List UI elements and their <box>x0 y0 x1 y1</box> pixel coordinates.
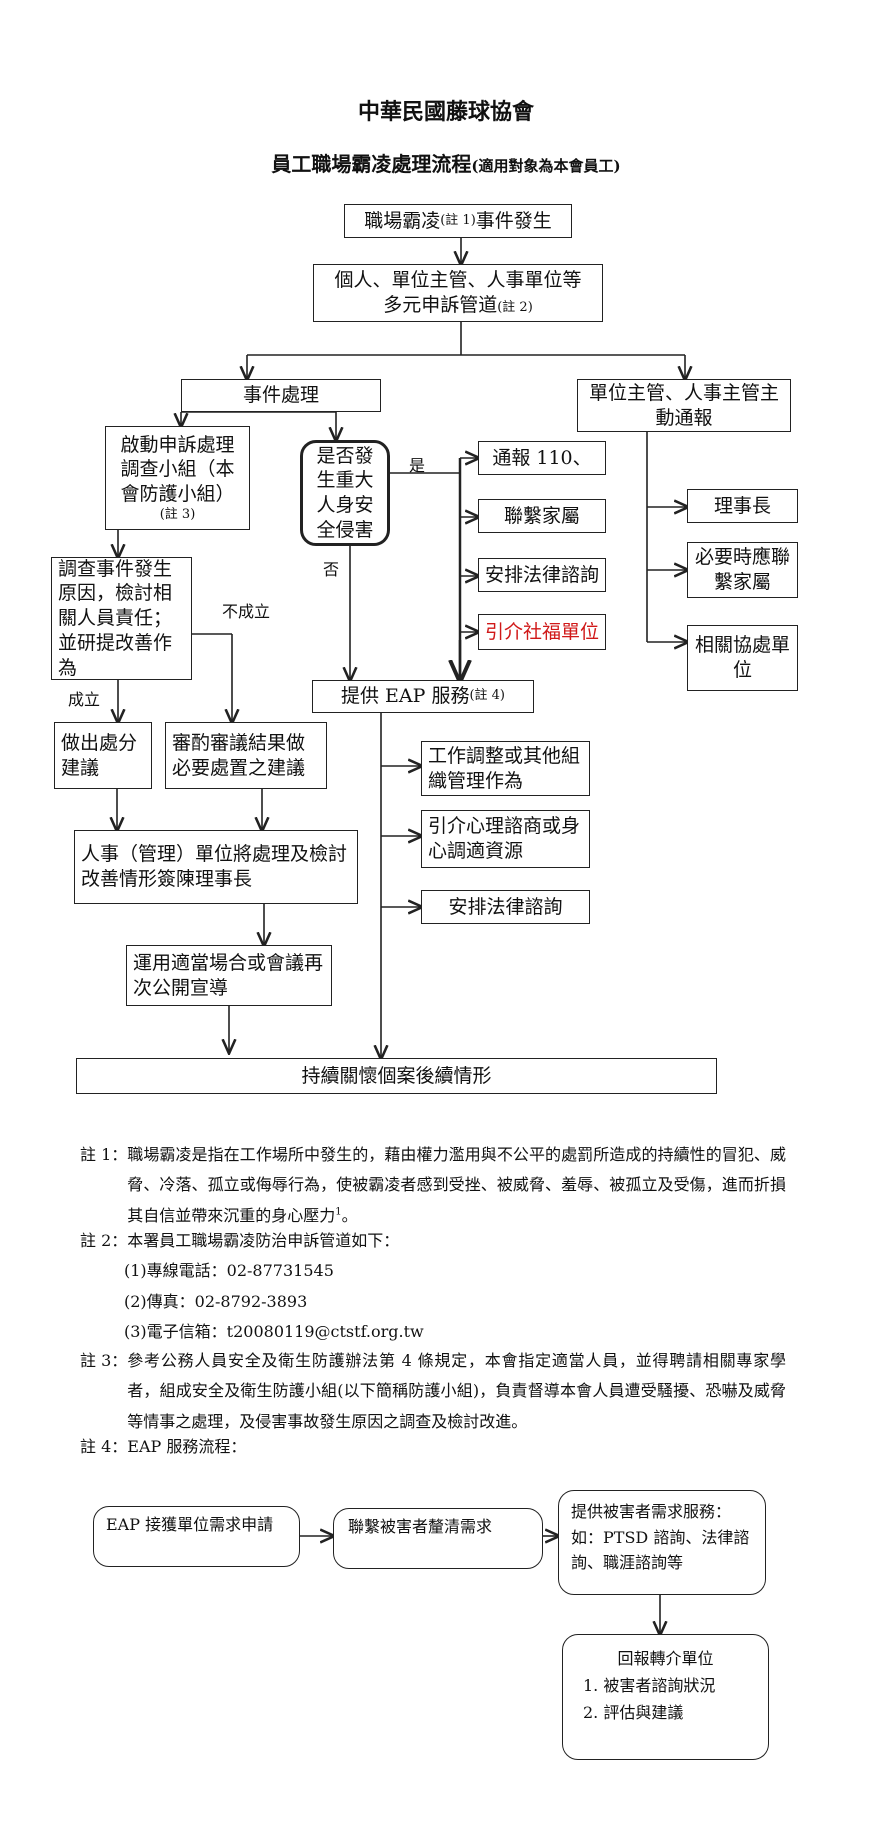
eap-step-service: 提供被害者需求服務：如：PTSD 諮詢、法律諮詢、職涯諮詢等 <box>558 1490 766 1595</box>
eap-item-legal: 安排法律諮詢 <box>421 890 590 924</box>
note-1-sup: 1 <box>335 1206 342 1218</box>
channels-line2: 多元申訴管道 <box>383 294 498 316</box>
action-social-welfare: 引介社福單位 <box>478 614 606 650</box>
note-2-label: 註 2： <box>80 1231 128 1250</box>
note-3-text: 參考公務人員安全及衛生防護辦法第 4 條規定，本會指定適當人員，並得聘請相關專家… <box>127 1351 786 1431</box>
incident-occurs-box: 職場霸凌(註 1)事件發生 <box>344 204 572 238</box>
note-2-text: 本署員工職場霸凌防治申訴管道如下： <box>127 1231 400 1250</box>
notify-chairman: 理事長 <box>687 489 798 523</box>
eap-step-contact: 聯繫被害者釐清需求 <box>333 1508 543 1569</box>
not-established-label: 不成立 <box>222 602 271 621</box>
referral-title: 回報轉介單位 <box>617 1649 714 1668</box>
eap-step-request: EAP 接獲單位需求申請 <box>93 1506 300 1567</box>
incident-label-b: 事件發生 <box>475 209 552 232</box>
note-1-end: 。 <box>341 1205 358 1225</box>
page-title: 員工職場霸凌處理流程(適用對象為本會員工) <box>0 148 892 177</box>
action-contact-family: 聯繫家屬 <box>478 499 606 533</box>
committee-text: 啟動申訴處理調查小組（本會防護小組） <box>120 433 235 505</box>
eap-service-box: 提供 EAP 服務(註 4) <box>312 680 534 713</box>
note-3-label: 註 3： <box>80 1351 128 1370</box>
yes-label: 是 <box>409 456 426 475</box>
note-4-label: 註 4： <box>80 1437 128 1456</box>
channels-line1: 個人、單位主管、人事單位等 <box>334 269 582 292</box>
note-1-label: 註 1： <box>80 1145 128 1164</box>
committee-note: (註 3) <box>159 506 196 522</box>
notify-units: 相關協處單位 <box>687 625 798 691</box>
note-2-phone: (1)專線電話：02-87731545 <box>124 1261 334 1281</box>
note-2-fax: (2)傳真：02-8792-3893 <box>124 1291 308 1311</box>
eap-text: 提供 EAP 服務 <box>340 685 470 708</box>
public-promotion-box: 運用適當場合或會議再次公開宣導 <box>126 945 332 1006</box>
investigation-committee-box: 啟動申訴處理調查小組（本會防護小組）(註 3) <box>105 426 250 530</box>
title-scope: (適用對象為本會員工) <box>471 157 621 175</box>
note-4-text: EAP 服務流程： <box>127 1437 247 1456</box>
eap-note: (註 4) <box>469 688 506 704</box>
org-title: 中華民國藤球協會 <box>357 99 534 125</box>
penalty-suggestion-box: 做出處分建議 <box>54 722 152 789</box>
investigate-cause-box: 調查事件發生原因，檢討相關人員責任；並研提改善作為 <box>51 557 192 680</box>
action-legal-advice: 安排法律諮詢 <box>478 558 606 592</box>
incident-label-a: 職場霸凌 <box>364 209 441 232</box>
established-label: 成立 <box>68 690 101 709</box>
title-main: 員工職場霸凌處理流程 <box>271 152 472 176</box>
note-1-text: 職場霸凌是指在工作場所中發生的，藉由權力濫用與不公平的處罰所造成的持續性的冒犯、… <box>127 1145 786 1225</box>
action-report-110: 通報 110、 <box>478 441 606 475</box>
referral-item-2: 2. 評估與建議 <box>583 1703 684 1723</box>
eap-item-counseling: 引介心理諮商或身心調適資源 <box>421 810 590 868</box>
follow-up-box: 持續關懷個案後續情形 <box>76 1058 717 1094</box>
note-3: 註 3： 參考公務人員安全及衛生防護辦法第 4 條規定，本會指定適當人員，並得聘… <box>80 1346 786 1437</box>
no-label: 否 <box>323 560 340 579</box>
review-suggestion-box: 審酌審議結果做必要處置之建議 <box>165 722 327 789</box>
note-2: 註 2：本署員工職場霸凌防治申訴管道如下： (1)專線電話：02-8773154… <box>80 1226 786 1348</box>
note-1: 註 1： 職場霸凌是指在工作場所中發生的，藉由權力濫用與不公平的處罰所造成的持續… <box>80 1140 786 1231</box>
note-4: 註 4：EAP 服務流程： <box>80 1432 246 1462</box>
serious-harm-decision-box: 是否發生重大人身安全侵害 <box>300 440 390 546</box>
complaint-channels-box: 個人、單位主管、人事單位等 多元申訴管道(註 2) <box>313 264 603 322</box>
incident-note: (註 1) <box>440 212 476 228</box>
notify-family: 必要時應聯繫家屬 <box>687 542 798 598</box>
note-2-email: (3)電子信箱：t20080119@ctstf.org.tw <box>124 1322 424 1342</box>
referral-item-1: 1. 被害者諮詢狀況 <box>583 1676 716 1696</box>
proactive-report-box: 單位主管、人事主管主動通報 <box>577 379 791 432</box>
event-handling-box: 事件處理 <box>181 379 381 412</box>
eap-step-referral: 回報轉介單位 1. 被害者諮詢狀況 2. 評估與建議 <box>562 1634 769 1760</box>
channels-note: (註 2) <box>497 300 533 315</box>
eap-item-org-adjust: 工作調整或其他組織管理作為 <box>421 741 590 796</box>
hr-report-box: 人事（管理）單位將處理及檢討改善情形簽陳理事長 <box>74 830 358 904</box>
